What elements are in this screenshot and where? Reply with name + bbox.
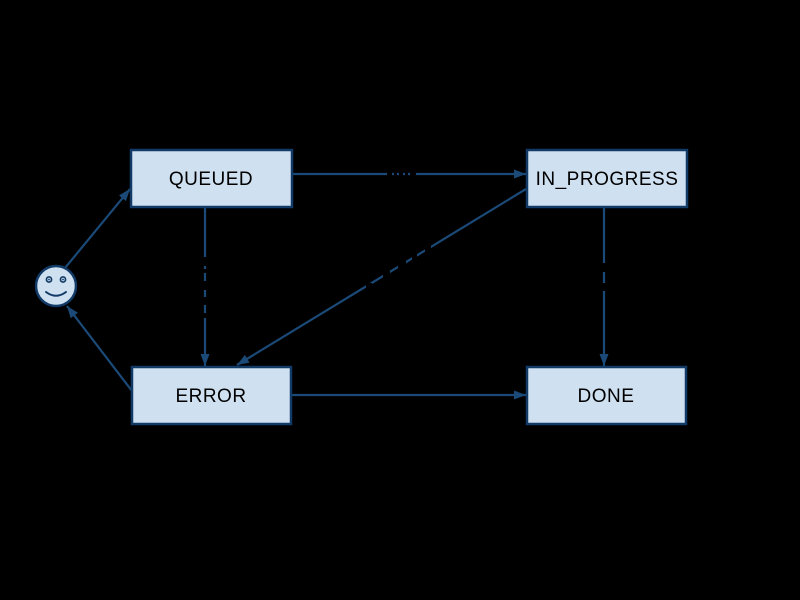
edge-start-to-queued xyxy=(64,188,131,269)
edge-label-artifacts xyxy=(199,170,608,318)
smiley-mouth xyxy=(45,291,67,297)
node-done-label: DONE xyxy=(578,386,635,407)
node-in-progress-label: IN_PROGRESS xyxy=(536,169,679,190)
node-in-progress: IN_PROGRESS xyxy=(525,148,689,209)
start-state-node xyxy=(34,264,78,308)
node-in-progress-box xyxy=(525,148,689,209)
node-done: DONE xyxy=(525,365,688,426)
node-queued-label: QUEUED xyxy=(169,169,253,190)
edge-in-progress-to-error xyxy=(236,188,527,366)
node-queued: QUEUED xyxy=(129,148,294,209)
node-queued-box xyxy=(129,148,294,209)
smiley-face-icon xyxy=(34,264,78,308)
smiley-left-eye xyxy=(45,276,53,283)
smiley-right-eye xyxy=(59,276,67,283)
node-error-box xyxy=(130,365,293,426)
node-error-label: ERROR xyxy=(175,386,246,407)
edge-error-to-start xyxy=(66,305,133,392)
node-error: ERROR xyxy=(130,365,293,426)
node-done-box xyxy=(525,365,688,426)
